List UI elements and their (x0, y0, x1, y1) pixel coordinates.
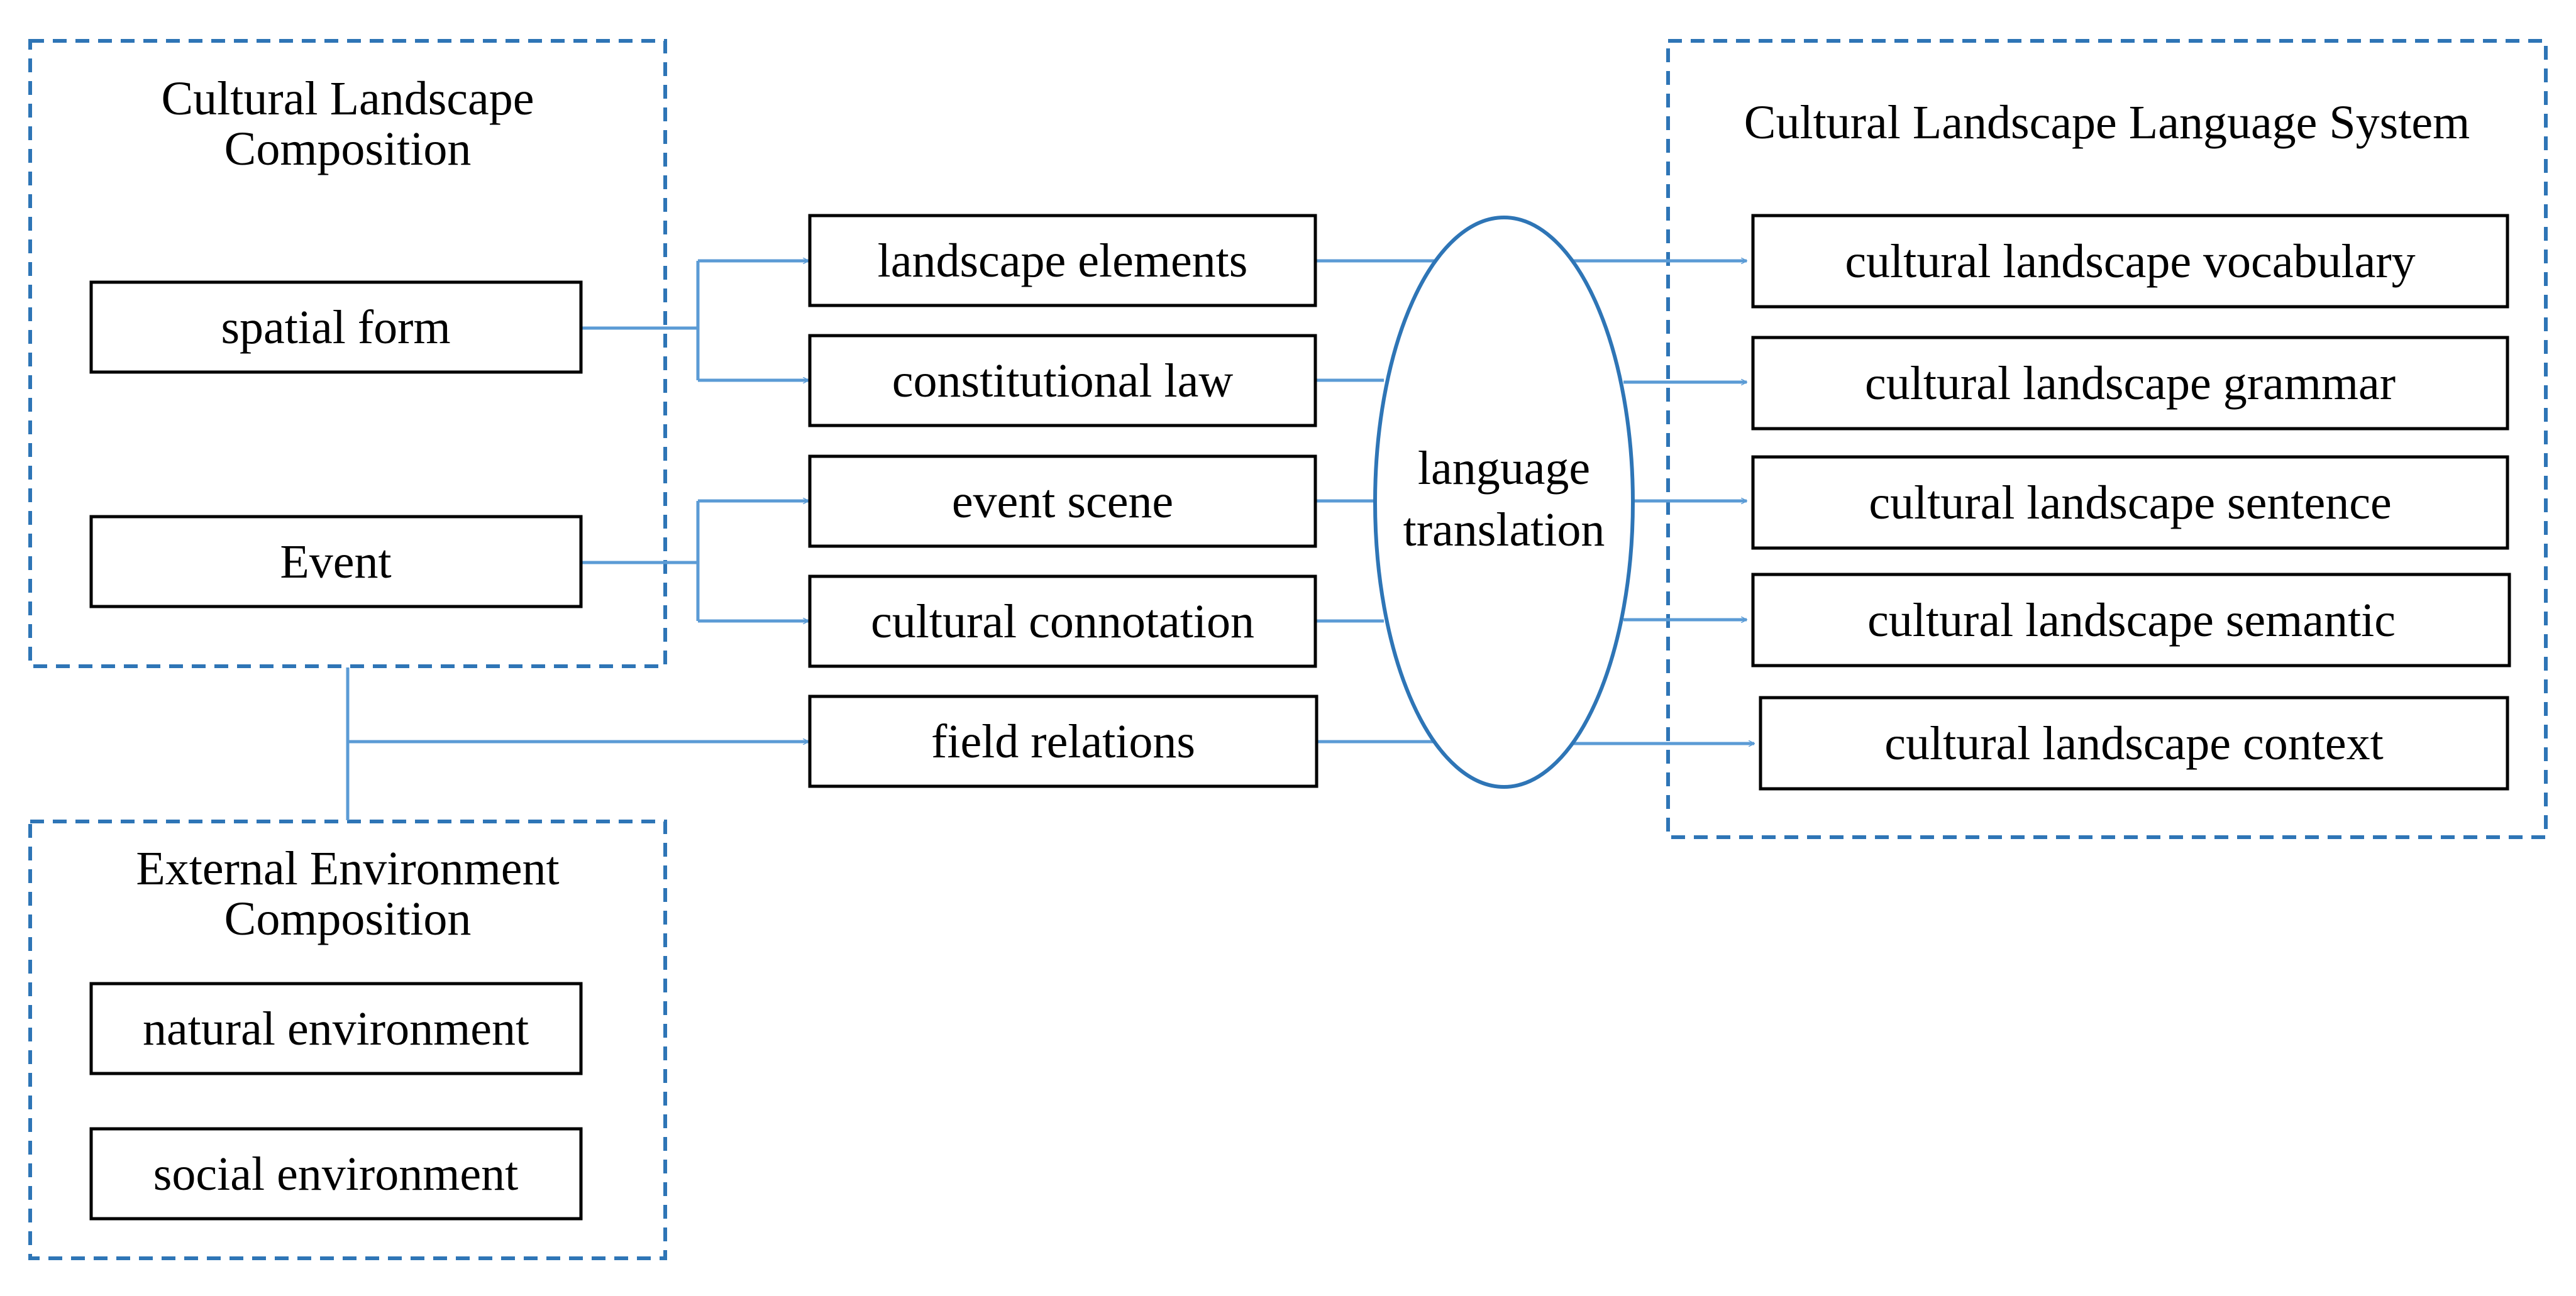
landscape-elements-box: landscape elements (808, 214, 1317, 307)
landscape-elements-label: landscape elements (878, 234, 1248, 287)
event-scene-box: event scene (808, 454, 1317, 548)
vocabulary-box: cultural landscape vocabulary (1751, 214, 2509, 309)
grammar-box: cultural landscape grammar (1751, 336, 2509, 431)
spatial-form-box: spatial form (89, 280, 583, 374)
field-relations-box: field relations (808, 695, 1318, 788)
social-environment-label: social environment (153, 1148, 518, 1200)
social-environment-box: social environment (89, 1127, 583, 1221)
translation-label-line1: language (1418, 442, 1590, 495)
connectors (346, 261, 1754, 820)
grammar-label: cultural landscape grammar (1865, 357, 2396, 410)
context-box: cultural landscape context (1759, 696, 2509, 791)
semantic-box: cultural landscape semantic (1751, 573, 2511, 667)
event-scene-label: event scene (952, 475, 1173, 528)
semantic-label: cultural landscape semantic (1867, 594, 2396, 647)
cultural-composition-title-line1: Cultural Landscape (161, 72, 534, 125)
constitutional-law-label: constitutional law (892, 354, 1234, 407)
translation-label-line2: translation (1403, 503, 1605, 556)
cultural-connotation-label: cultural connotation (871, 595, 1254, 648)
external-composition-title-line1: External Environment (136, 842, 559, 895)
sentence-label: cultural landscape sentence (1869, 476, 2391, 529)
cultural-connotation-box: cultural connotation (808, 574, 1317, 668)
context-label: cultural landscape context (1884, 717, 2383, 770)
spatial-form-label: spatial form (221, 301, 450, 354)
cultural-composition-group (28, 39, 667, 668)
language-system-group (1666, 39, 2548, 839)
vocabulary-label: cultural landscape vocabulary (1845, 235, 2415, 288)
external-composition-group (28, 820, 667, 1260)
natural-environment-label: natural environment (143, 1002, 529, 1055)
field-relations-label: field relations (931, 715, 1195, 768)
constitutional-law-box: constitutional law (808, 334, 1317, 427)
natural-environment-box: natural environment (89, 982, 583, 1075)
sentence-box: cultural landscape sentence (1751, 455, 2509, 550)
event-label: Event (280, 535, 391, 588)
external-composition-title-line2: Composition (224, 892, 472, 945)
language-system-title: Cultural Landscape Language System (1744, 96, 2470, 149)
language-translation-node: language translation (1373, 216, 1635, 789)
cultural-composition-title-line2: Composition (224, 123, 472, 175)
event-box: Event (89, 515, 583, 608)
